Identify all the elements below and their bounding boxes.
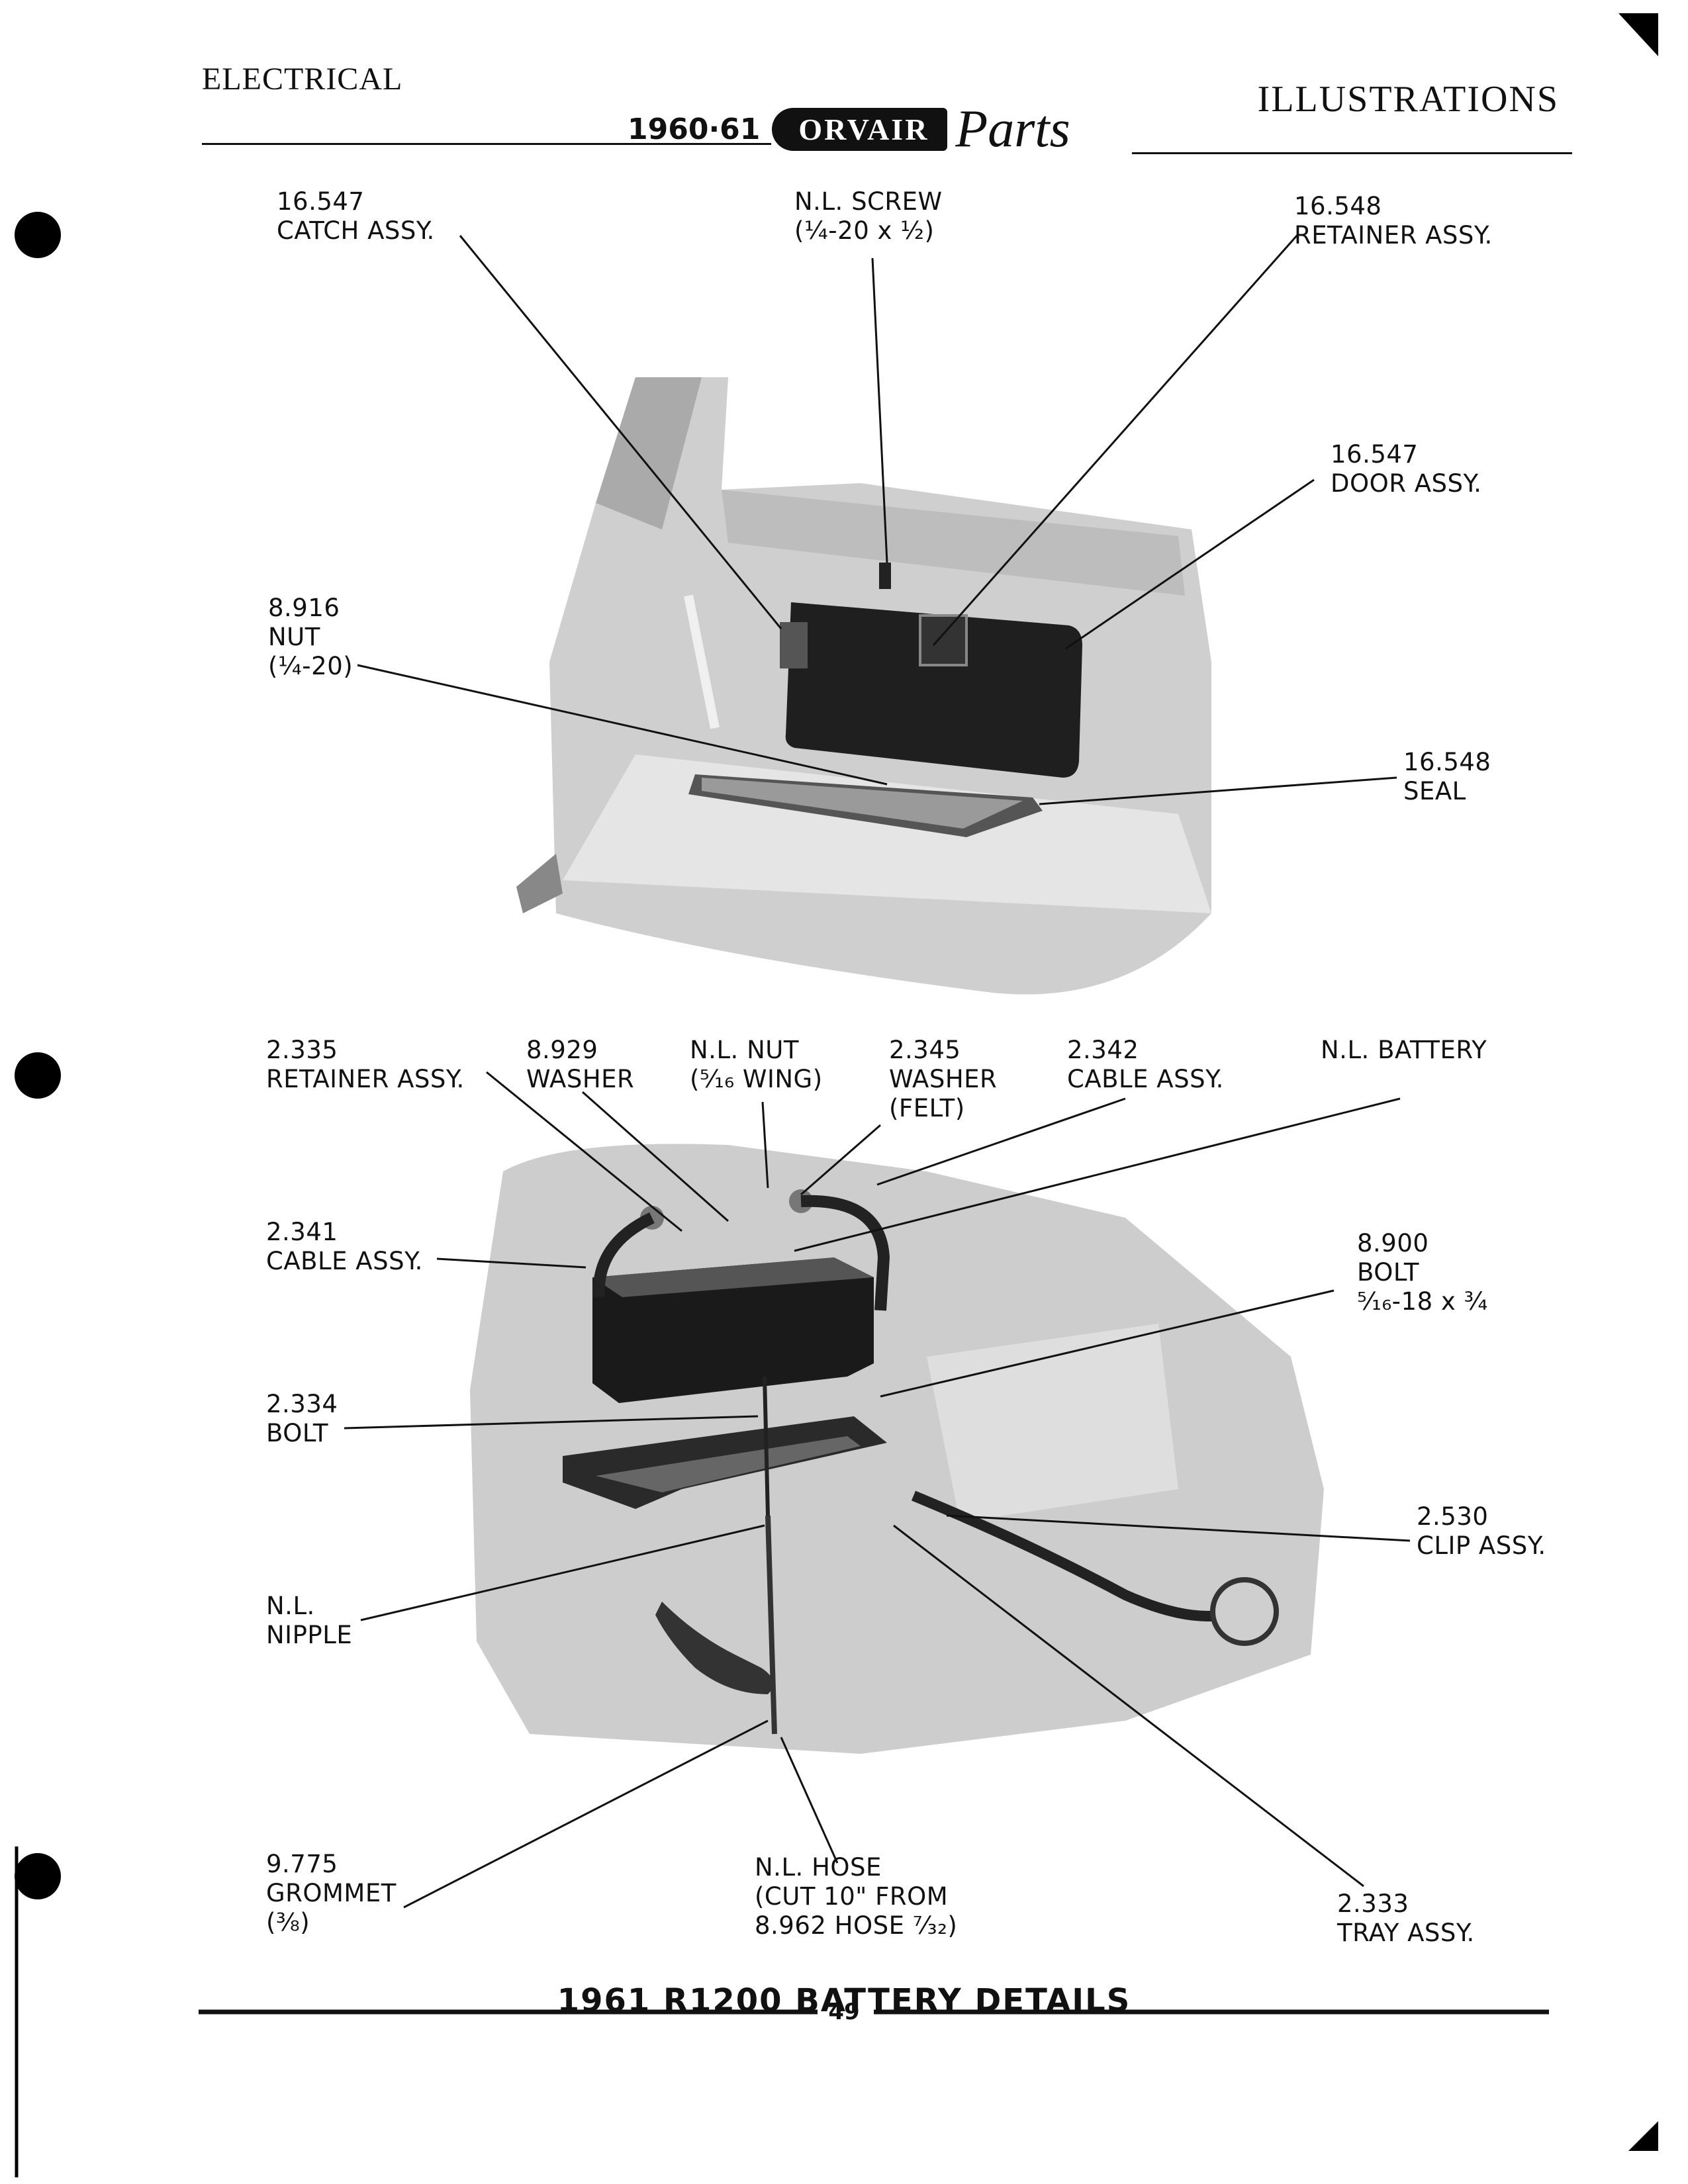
label-clip-assy: 2.530 CLIP ASSY. [1417,1502,1546,1560]
punch-hole-middle [15,1052,61,1099]
punch-hole-bottom [15,1853,61,1899]
label-bolt-8900: 8.900 BOLT ⁵⁄₁₆-18 x ¾ [1357,1229,1488,1316]
corner-mark-top [1618,13,1658,56]
top-leaders [357,234,1397,805]
label-tray-assy: 2.333 TRAY ASSY. [1337,1889,1475,1947]
header-rule-left [202,143,771,145]
label-felt-washer: 2.345 WASHER (FELT) [889,1036,998,1122]
label-battery: N.L. BATTERY [1321,1036,1487,1064]
label-nl-screw: N.L. SCREW (¼-20 x ½) [794,187,943,245]
corvair-wordmark: ORVAIR [772,107,948,151]
label-retainer-assy-top: 16.548 RETAINER ASSY. [1294,192,1493,250]
label-grommet: 9.775 GROMMET (⅜) [266,1850,397,1936]
bottom-leaders [344,1071,1411,1909]
section-title: ELECTRICAL [202,62,403,97]
parts-script: Parts [955,99,1070,158]
bottom-illustration [470,1144,1324,1754]
brand-logo: 1960·61 ORVAIR Parts [628,99,1070,159]
label-hose: N.L. HOSE (CUT 10" FROM 8.962 HOSE ⁷⁄₃₂) [755,1853,958,1940]
brand-years: 1960·61 [628,112,761,146]
label-bolt-2334: 2.334 BOLT [266,1390,338,1447]
label-wing-nut: N.L. NUT (⁵⁄₁₆ WING) [690,1036,823,1093]
label-retainer-assy-bottom: 2.335 RETAINER ASSY. [266,1036,465,1093]
category-title: ILLUSTRATIONS [1257,79,1559,120]
label-door-assy: 16.547 DOOR ASSY. [1331,440,1482,498]
label-nut: 8.916 NUT (¼-20) [268,594,353,680]
label-washer: 8.929 WASHER [526,1036,635,1093]
page-number: 49 [828,1999,860,2025]
corner-mark-bottom [1628,2121,1658,2151]
label-seal: 16.548 SEAL [1403,748,1491,805]
label-cable-assy-2342: 2.342 CABLE ASSY. [1067,1036,1224,1093]
punch-hole-top [15,212,61,258]
label-nipple: N.L. NIPPLE [266,1592,353,1649]
label-cable-assy-2341: 2.341 CABLE ASSY. [266,1218,423,1275]
top-illustration [516,377,1211,995]
figure-caption: 1961 R1200 BATTERY DETAILS [557,1982,1131,2019]
label-catch-assy: 16.547 CATCH ASSY. [277,187,435,245]
header-rule-right [1132,152,1572,154]
